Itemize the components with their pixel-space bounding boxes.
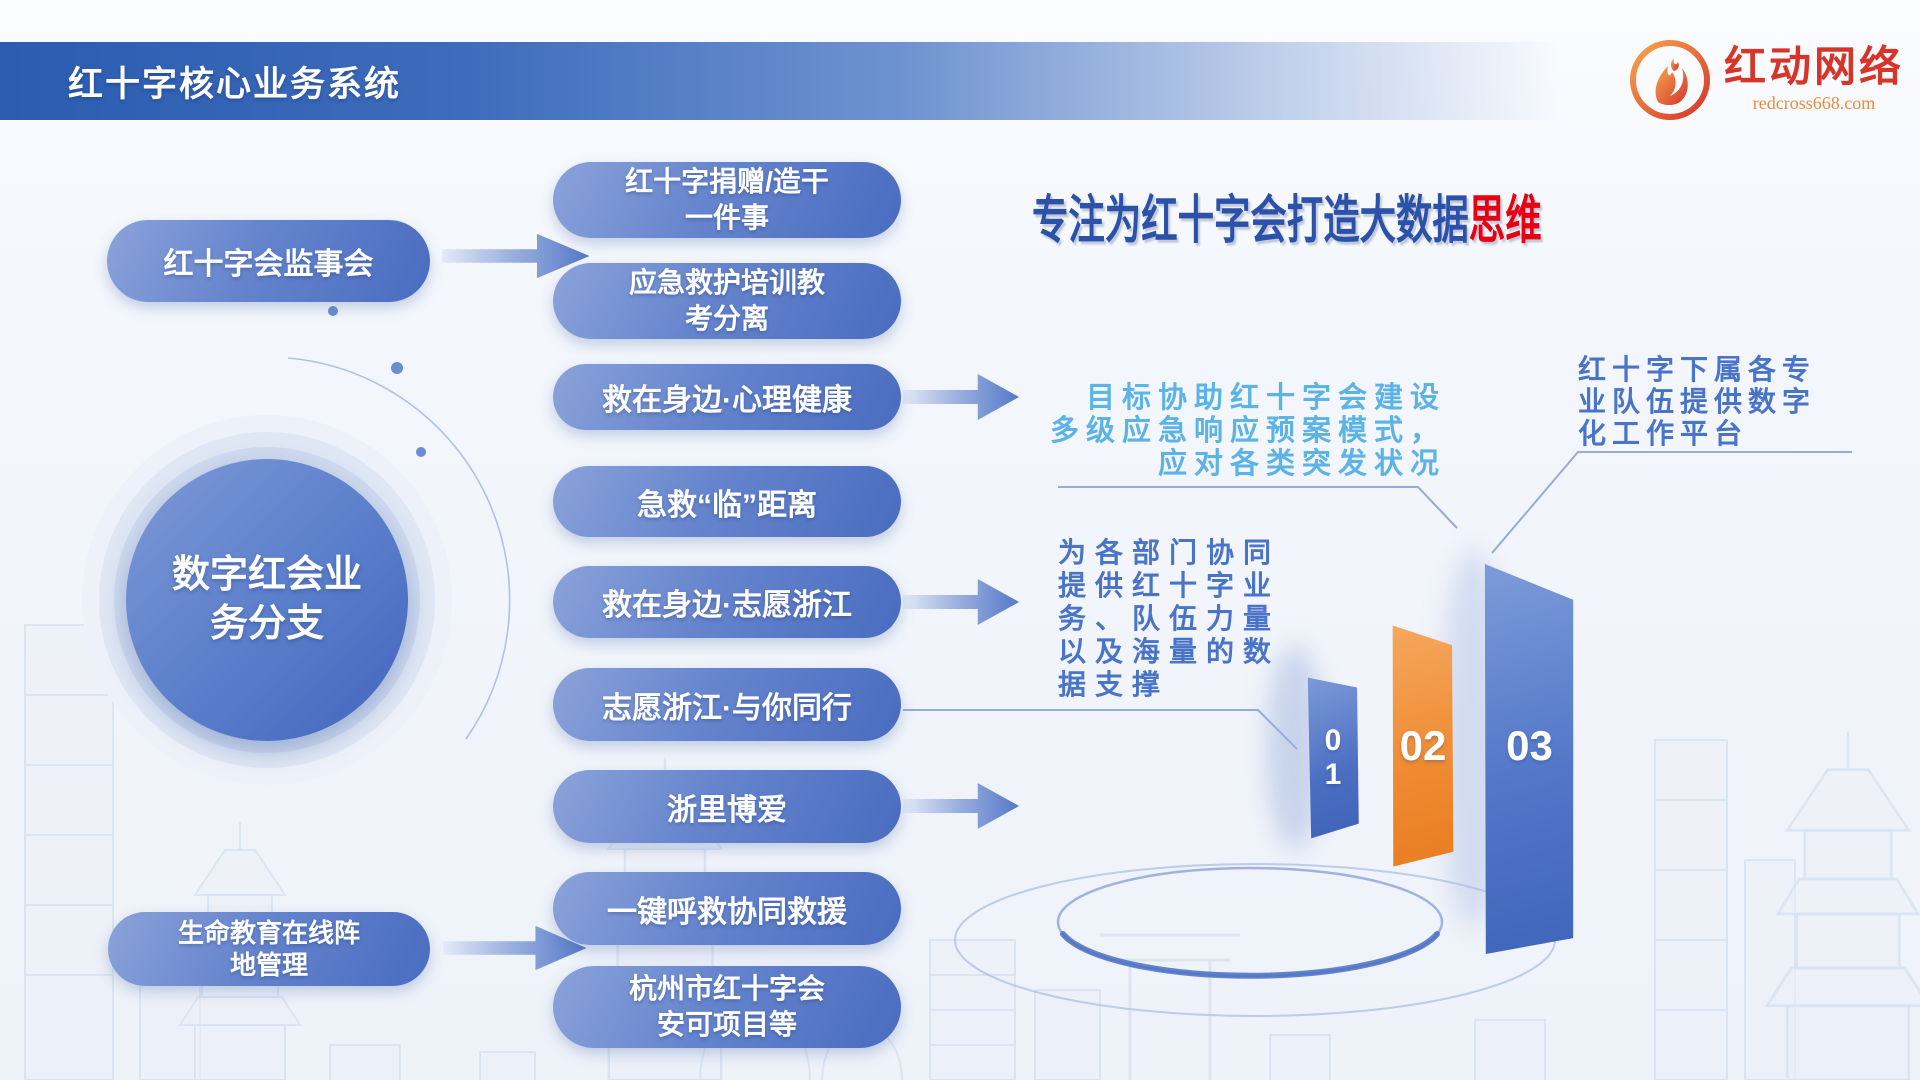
callout-emergency: 目标协助红十字会建设 多级应急响应预案模式， 应对各类突发状况 [1049, 382, 1446, 480]
service-pill-with-you: 志愿浙江·与你同行 [553, 668, 901, 741]
step-bar-01: 01 [1307, 677, 1359, 839]
service-pill-hangzhou-anke: 杭州市红十字会 安可项目等 [553, 966, 901, 1048]
service-pill-zheli-boai: 浙里博爱 [553, 770, 901, 843]
headline-main: 专注为红十字会打造大数据 [1032, 193, 1469, 250]
hub-circle: 数字红会业 务分支 [126, 459, 408, 741]
logo-name: 红动网络 [1723, 43, 1904, 90]
volunteer-arrow-icon [903, 579, 1020, 625]
emergency-arrow-icon [903, 374, 1020, 420]
callout-platform: 红十字下属各专 业队伍提供数字 化工作平台 [1578, 354, 1817, 449]
leader-line-emergency [1058, 486, 1458, 529]
supervisor-arrow-icon [442, 233, 590, 279]
service-pill-mental-health: 救在身边·心理健康 [553, 364, 901, 430]
supervisor-pill: 红十字会监事会 [107, 220, 430, 302]
step-bar-03: 03 [1484, 563, 1574, 955]
service-pill-one-key-rescue: 一键呼救协同救援 [553, 872, 901, 945]
page-title: 红十字核心业务系统 [68, 64, 402, 104]
brand-logo: 红动网络 redcross668.com [1628, 38, 1904, 122]
headline: 专注为红十字会打造大数据思维 [1032, 178, 1542, 253]
leader-line-data-support [903, 709, 1298, 750]
callout-data-support: 为各部门协同 提供红十字业 务、队伍力量 以及海量的数 据支撑 [1058, 537, 1281, 700]
step-bar-01-label: 01 [1324, 723, 1342, 792]
education-arrow-icon [443, 925, 587, 971]
logo-texts: 红动网络 redcross668.com [1724, 46, 1904, 114]
service-pill-volunteer-zhejiang: 救在身边·志愿浙江 [553, 566, 901, 638]
service-pill-first-aid: 急救“临”距离 [553, 466, 901, 537]
zheli-arrow-icon [903, 783, 1020, 829]
step-bar-03-label: 03 [1506, 722, 1553, 769]
logo-domain: redcross668.com [1752, 93, 1876, 113]
service-pill-training: 应急救护培训教 考分离 [553, 263, 901, 339]
header-banner: 红十字核心业务系统 [0, 42, 1560, 120]
step-bar-02: 02 [1392, 625, 1454, 867]
leader-line-platform [1491, 451, 1852, 554]
service-pill-donation: 红十字捐赠/造干 一件事 [553, 162, 901, 238]
step-bar-02-label: 02 [1399, 722, 1447, 769]
logo-flame-icon [1629, 40, 1710, 120]
education-pill: 生命教育在线阵 地管理 [108, 912, 430, 986]
headline-accent: 思维 [1468, 193, 1542, 250]
